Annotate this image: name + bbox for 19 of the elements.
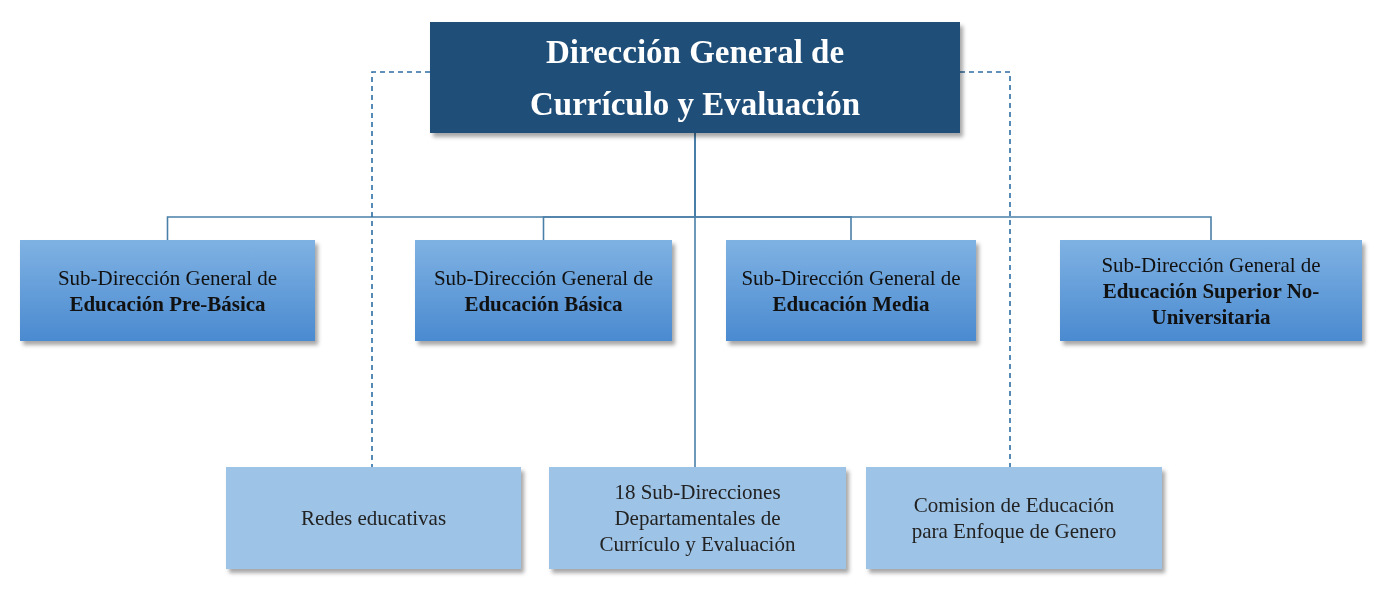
box-label: 18 Sub-Direcciones Departamentales de Currículo y Evaluación xyxy=(598,479,797,557)
org-box xyxy=(549,467,846,569)
box-label: Sub-Dirección General de Educación Superior No-Universitaria xyxy=(1100,251,1322,330)
box-label: Comision de Educación para Enfoque de Genero xyxy=(910,492,1118,544)
box-label: Sub-Dirección General de Educación Básica xyxy=(432,264,655,317)
box-label: Dirección General de Currículo y Evaluación xyxy=(529,32,861,124)
box-label: Sub-Dirección General de Educación Pre-Básica xyxy=(56,264,279,317)
connector-line xyxy=(694,132,696,468)
org-box xyxy=(866,467,1162,569)
title-box xyxy=(430,22,960,133)
org-box xyxy=(20,240,315,341)
org-box xyxy=(1060,240,1362,341)
org-box xyxy=(415,240,672,341)
box-label: Redes educativas xyxy=(300,505,447,531)
org-box xyxy=(726,240,976,341)
box-label: Sub-Dirección General de Educación Media xyxy=(740,264,962,317)
dashed-connector xyxy=(371,71,431,468)
dashed-connector xyxy=(959,71,1011,468)
org-box xyxy=(226,467,521,569)
